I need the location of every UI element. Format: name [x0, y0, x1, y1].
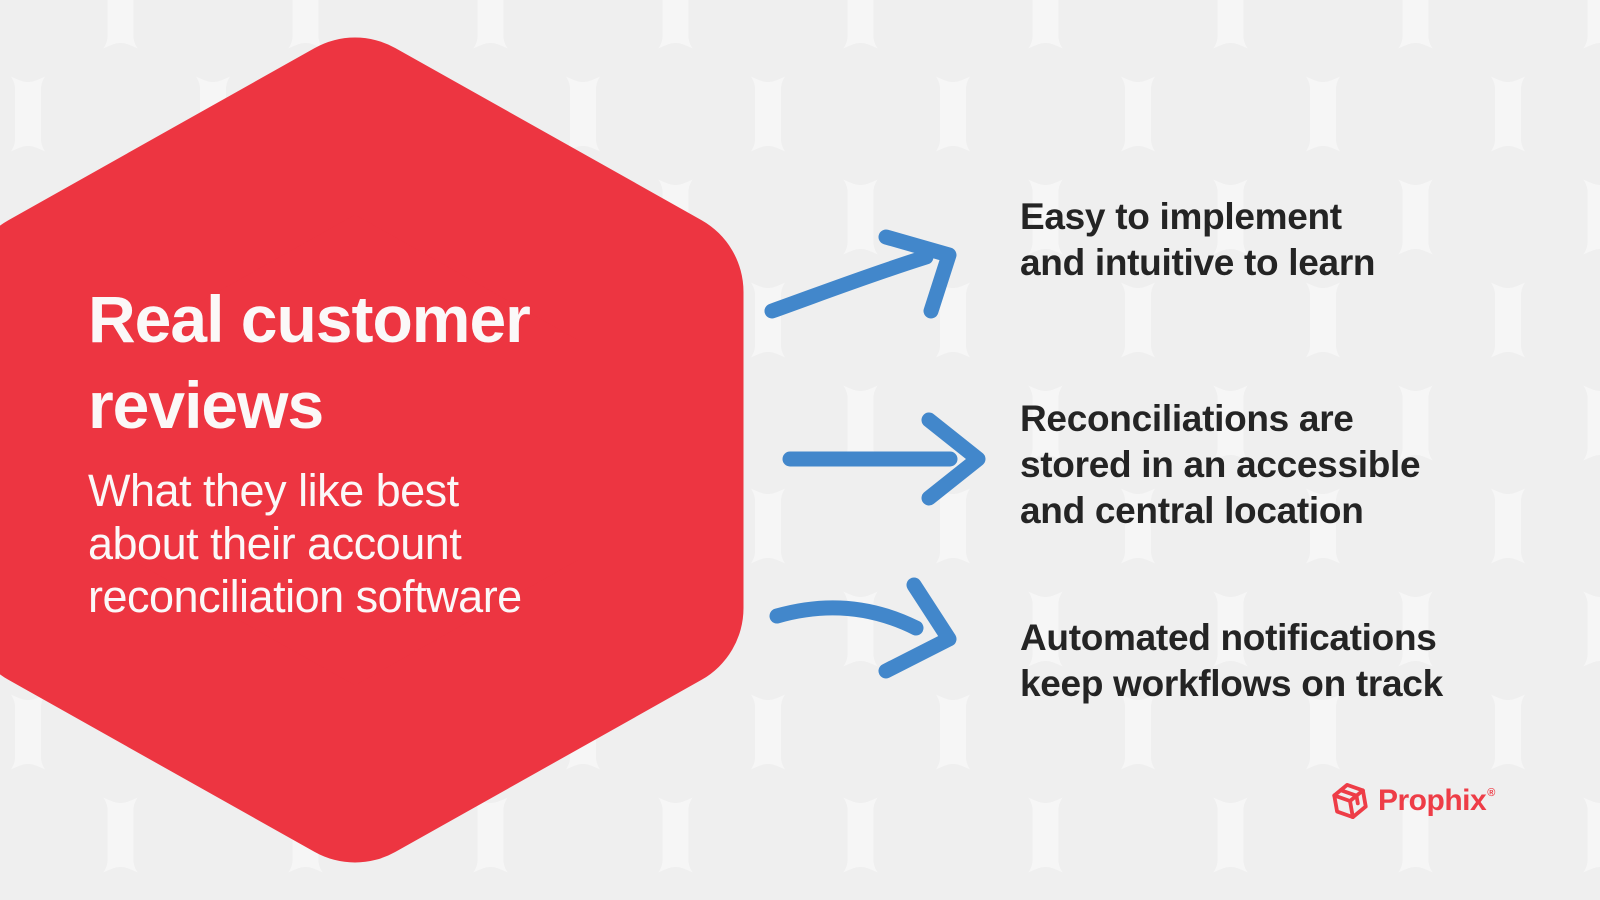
- point-reconciliations-stored: Reconciliations are stored in an accessi…: [1020, 398, 1421, 531]
- panel-title: Real customer reviews: [88, 282, 531, 442]
- prophix-wordmark: Prophix®: [1378, 784, 1495, 817]
- curved-arrow-down-icon: [769, 577, 957, 679]
- panel-subtitle: What they like best about their account …: [88, 465, 522, 622]
- point-easy-to-implement: Easy to implement and intuitive to learn: [1020, 196, 1376, 283]
- curved-arrow-up-icon: [764, 229, 957, 319]
- prophix-cube-icon: [1332, 782, 1368, 820]
- straight-arrow-icon: [782, 412, 986, 506]
- prophix-logo: Prophix®: [1330, 781, 1495, 821]
- hexagon-panel-text: Real customer reviews What they like bes…: [88, 276, 688, 623]
- point-automated-notifications: Automated notifications keep workflows o…: [1020, 617, 1443, 704]
- registered-trademark: ®: [1487, 787, 1495, 799]
- red-hexagon-shape: [0, 37, 744, 863]
